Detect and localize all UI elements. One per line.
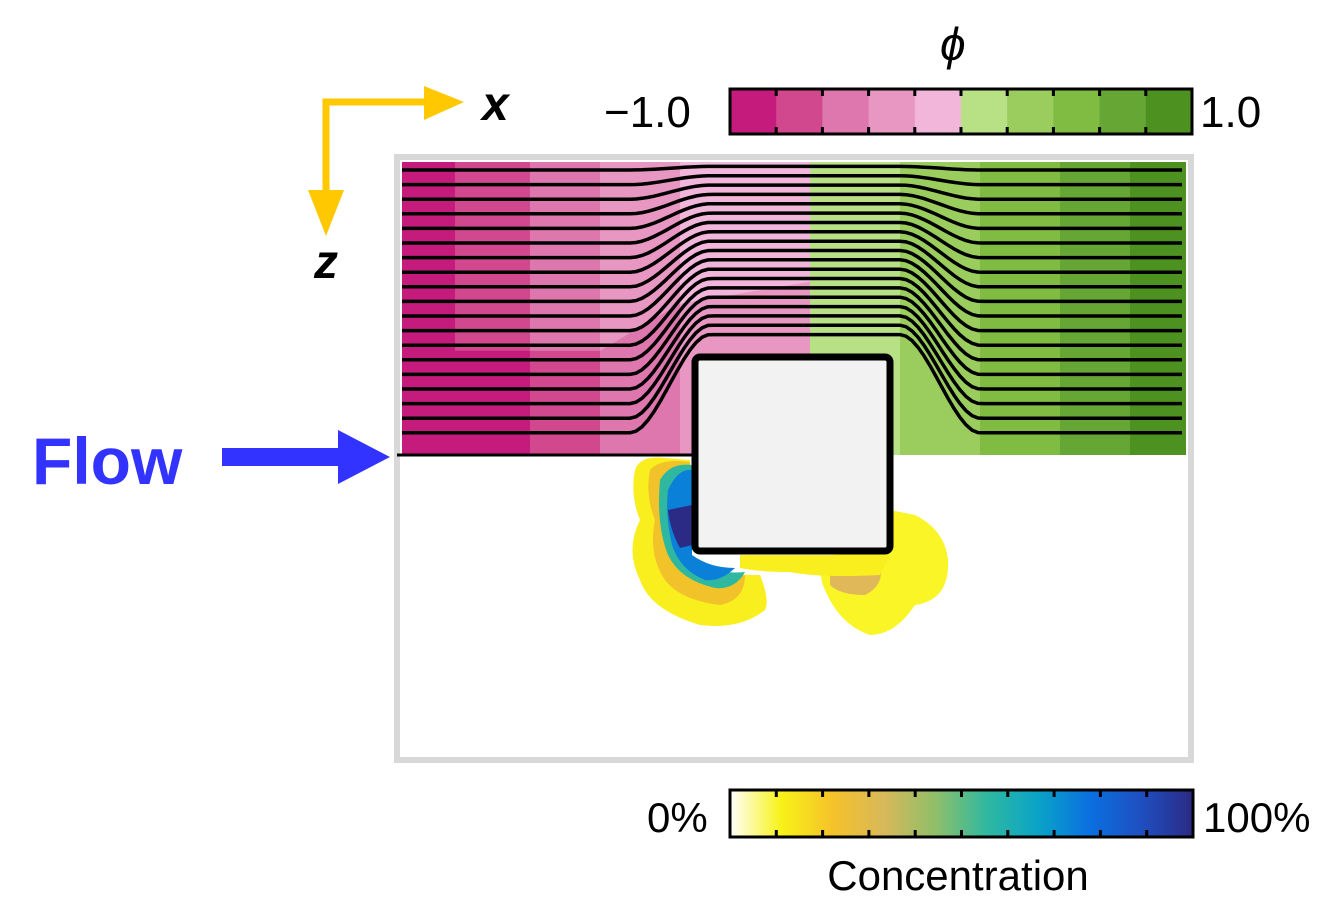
phi-band [402,438,455,455]
phi-band [455,438,530,455]
concentration-colorbar: 0% 100% Concentration [647,788,1310,899]
phi-colorbar-title: ϕ [940,18,966,70]
flow-arrow-icon [338,430,390,484]
streamline [402,164,1182,172]
axes-indicator: x z [308,78,511,289]
streamline [402,183,1182,201]
streamline [402,258,1182,318]
phi-band [980,453,1060,455]
streamline [402,192,1182,216]
phi-band [1060,453,1130,455]
phi-band [980,438,1060,455]
phi-band [1060,438,1130,455]
streamline [402,230,1182,274]
phi-band [530,438,600,455]
phi-colorbar-segment [730,89,777,134]
streamline [402,295,1182,377]
streamline [402,248,1182,304]
phi-colorbar-segment [1145,89,1193,134]
z-axis-label: z [313,236,338,289]
streamline [402,220,1182,260]
phi-min-label: −1.0 [604,88,691,137]
phi-colorbar-segment [776,89,823,134]
conc-max-label: 100% [1203,794,1310,841]
z-arrow-icon [308,190,344,236]
streamline [402,202,1182,231]
streamlines [402,164,1182,435]
obstacle-square [691,353,894,555]
streamline [402,314,1182,406]
phi-colorbar-segment [961,89,1008,134]
streamline [402,304,1182,391]
streamline [402,323,1182,420]
phi-colorbar-segment [868,89,916,134]
phi-max-label: 1.0 [1200,88,1261,137]
streamline [402,173,1182,187]
phi-band [1130,438,1186,455]
flow-label: Flow [32,424,183,498]
streamline [402,276,1182,347]
flow-indicator: Flow [32,424,390,498]
streamline [402,332,1182,435]
streamline [402,239,1182,289]
phi-colorbar-segment [1007,89,1054,134]
phi-band [1130,453,1186,455]
phi-colorbar-segment [1053,89,1101,134]
phi-colorbar-segment [914,89,962,134]
streamline [402,267,1182,333]
x-axis-label: x [479,78,511,131]
conc-min-label: 0% [647,794,708,841]
phi-band [900,347,980,455]
phi-colorbar-segment [1099,89,1147,134]
streamline [402,211,1182,245]
x-arrow-icon [424,86,464,120]
phi-colorbar: ϕ −1.0 1.0 [604,18,1261,137]
conc-colorbar-title: Concentration [827,852,1089,899]
phi-colorbar-segment [822,89,870,134]
concentration-plume [632,457,949,635]
streamline [402,286,1182,362]
